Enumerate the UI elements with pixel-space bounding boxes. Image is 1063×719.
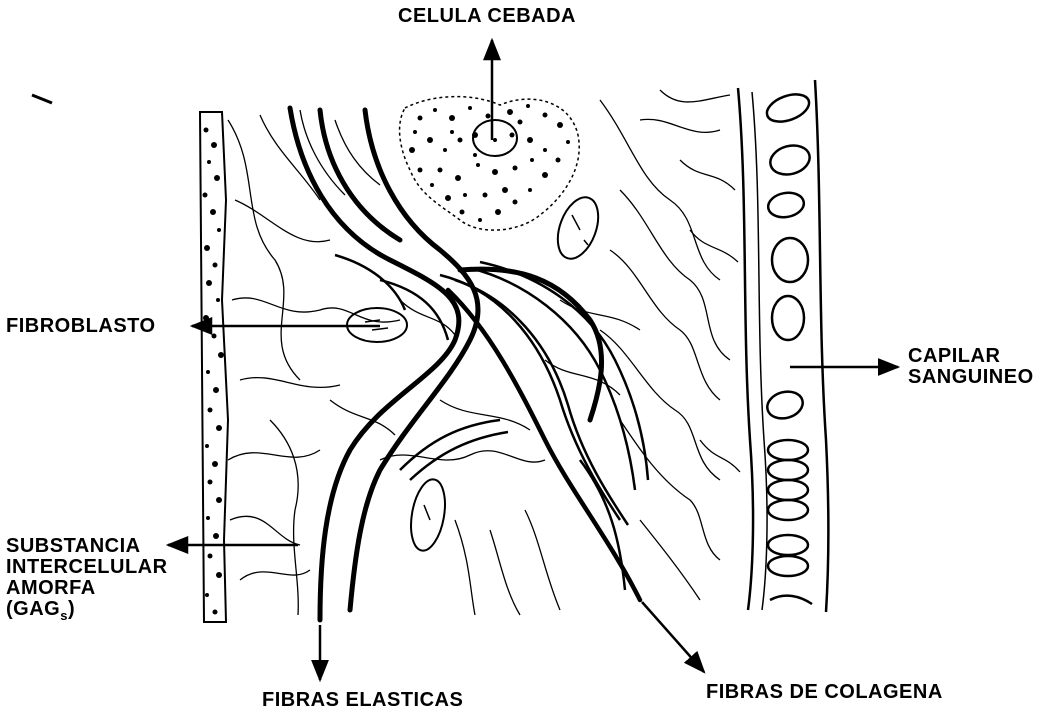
label-fibras-colagena: FIBRAS DE COLAGENA xyxy=(706,682,943,703)
red-blood-cell xyxy=(772,296,804,340)
stray-mark xyxy=(32,95,52,103)
red-blood-cell xyxy=(768,556,808,576)
capillary-wall-right xyxy=(815,80,828,612)
label-gag-prefix: (GAG xyxy=(6,598,60,620)
red-blood-cell xyxy=(772,238,808,282)
label-capilar-sanguineo: CAPILAR SANGUINEO xyxy=(908,346,1034,388)
elastic-fibers xyxy=(290,108,602,620)
label-fibroblasto: FIBROBLASTO xyxy=(6,316,156,337)
red-blood-cell xyxy=(768,440,808,460)
red-blood-cell xyxy=(768,460,808,480)
collagen-fiber-main xyxy=(448,290,640,600)
label-fibras-elasticas: FIBRAS ELASTICAS xyxy=(262,690,463,711)
red-blood-cell xyxy=(768,535,808,555)
label-substancia-line3: AMORFA xyxy=(6,578,168,599)
leader-arrows xyxy=(168,40,898,680)
label-substancia-intercelular: SUBSTANCIA INTERCELULAR AMORFA (GAGs) xyxy=(6,536,168,626)
label-capilar-line1: CAPILAR xyxy=(908,346,1034,367)
label-substancia-line2: INTERCELULAR xyxy=(6,557,168,578)
label-capilar-line2: SANGUINEO xyxy=(908,367,1034,388)
label-celula-cebada: CELULA CEBADA xyxy=(398,6,576,27)
red-blood-cell xyxy=(768,500,808,520)
label-gag-sub: s xyxy=(60,608,68,623)
capillary-wall-left xyxy=(738,88,753,610)
collagen-fibers xyxy=(335,255,648,590)
blood-capillary xyxy=(738,80,828,612)
label-gag-suffix: ) xyxy=(68,598,75,620)
mast-cell xyxy=(400,97,580,230)
fibroblast-cells xyxy=(347,192,606,553)
red-blood-cell xyxy=(767,141,813,178)
red-blood-cell xyxy=(764,388,806,422)
label-substancia-line1: SUBSTANCIA xyxy=(6,536,168,557)
red-blood-cell xyxy=(763,89,813,127)
arrow-fibras-colagena xyxy=(642,602,704,672)
red-blood-cell xyxy=(768,480,808,500)
label-gag: (GAGs) xyxy=(6,599,168,626)
fibroblast-cell xyxy=(550,192,606,264)
red-blood-cell xyxy=(766,190,806,220)
capillary-wall-left-inner xyxy=(752,92,767,610)
